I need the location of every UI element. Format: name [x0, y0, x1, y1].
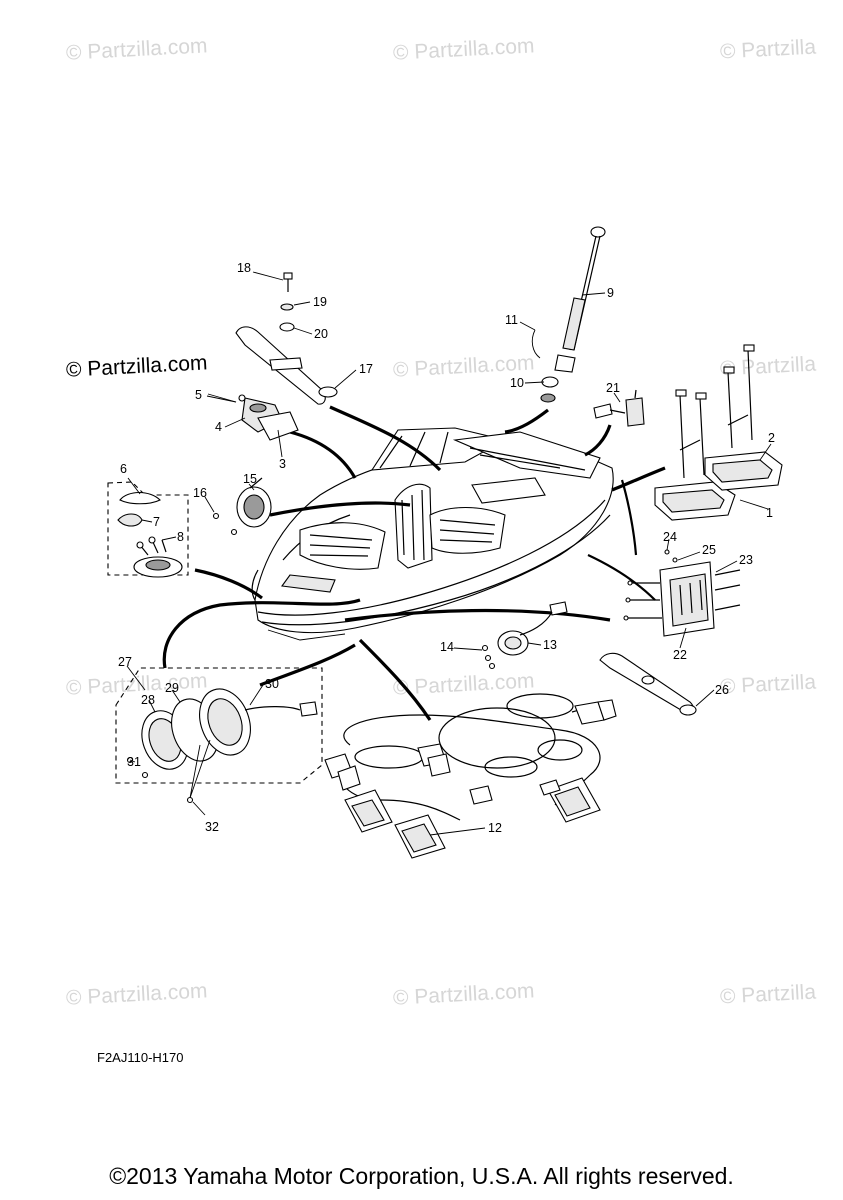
callout-17: 17 — [359, 362, 373, 376]
diagram-code: F2AJ110-H170 — [97, 1050, 184, 1065]
callout-16: 16 — [193, 486, 207, 500]
antenna — [531, 226, 606, 403]
fuse-box — [623, 549, 741, 637]
callout-10: 10 — [510, 376, 524, 390]
sensor — [593, 389, 645, 427]
callout-9: 9 — [607, 286, 614, 300]
copyright-notice: ©2013 Yamaha Motor Corporation, U.S.A. A… — [109, 1163, 734, 1189]
callout-20: 20 — [314, 327, 328, 341]
connector-plug — [394, 814, 446, 859]
gauge-assembly — [115, 667, 323, 804]
connection-lines — [162, 405, 666, 721]
callout-27: 27 — [118, 655, 132, 669]
battery-trays — [654, 344, 783, 521]
callout-19: 19 — [313, 295, 327, 309]
ground-cable — [599, 652, 697, 716]
callout-24: 24 — [663, 530, 677, 544]
connector-plug — [547, 777, 601, 823]
callout-8: 8 — [177, 530, 184, 544]
callout-23: 23 — [739, 553, 753, 567]
callout-22: 22 — [673, 648, 687, 662]
callout-28: 28 — [141, 693, 155, 707]
callout-21: 21 — [606, 381, 620, 395]
connector-plug — [574, 699, 617, 725]
tower-bracket — [235, 272, 338, 405]
switch-panel — [207, 393, 299, 441]
callout-25: 25 — [702, 543, 716, 557]
horn-assembly — [107, 481, 189, 578]
callout-2: 2 — [768, 431, 775, 445]
callout-32: 32 — [205, 820, 219, 834]
cover-part — [212, 477, 272, 536]
boat-hull — [251, 427, 614, 641]
callout-5: 5 — [195, 388, 202, 402]
callout-31: 31 — [127, 755, 141, 769]
callout-26: 26 — [715, 683, 729, 697]
callout-18: 18 — [237, 261, 251, 275]
callout-13: 13 — [543, 638, 557, 652]
callout-labels: 1 2 3 4 5 6 7 8 9 10 11 12 13 14 15 16 1… — [118, 261, 775, 835]
callout-15: 15 — [243, 472, 257, 486]
callout-3: 3 — [279, 457, 286, 471]
callout-29: 29 — [165, 681, 179, 695]
wiring-harness — [324, 693, 617, 859]
callout-1: 1 — [766, 506, 773, 520]
callout-4: 4 — [215, 420, 222, 434]
callout-30: 30 — [265, 677, 279, 691]
connector-plug — [324, 753, 361, 791]
leader-lines — [126, 271, 772, 836]
connector-plug — [417, 743, 451, 777]
callout-12: 12 — [488, 821, 502, 835]
callout-7: 7 — [153, 515, 160, 529]
connector-plug — [344, 789, 393, 833]
callout-14: 14 — [440, 640, 454, 654]
callout-6: 6 — [120, 462, 127, 476]
power-socket — [481, 601, 568, 670]
callout-11: 11 — [505, 313, 518, 327]
